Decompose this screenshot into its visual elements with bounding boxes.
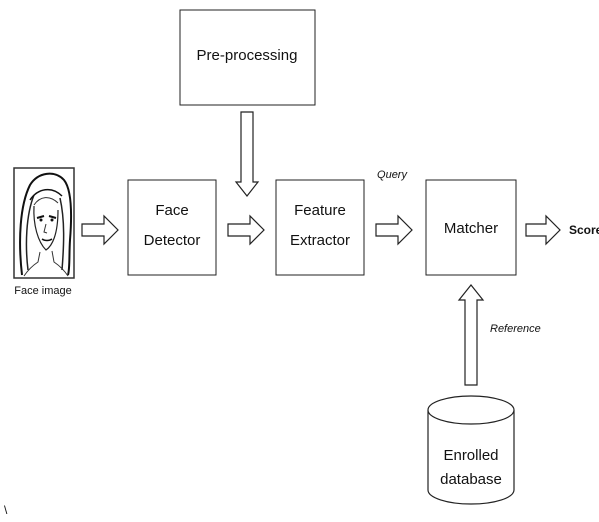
database-cylinder-top [427, 395, 515, 425]
database-label-line1: Enrolled [443, 447, 498, 464]
arrow-detector-to-extractor [227, 214, 265, 246]
query-label: Query [377, 169, 408, 181]
face-detector-label-line2: Detector [144, 232, 201, 249]
preprocessing-label: Pre-processing [197, 47, 298, 64]
face-detector-label-line1: Face [155, 202, 188, 219]
enrolled-database-node: Enrolled database [427, 395, 515, 505]
matcher-label: Matcher [444, 220, 498, 237]
reference-label: Reference [490, 323, 541, 335]
feature-extractor-label-line2: Extractor [290, 232, 350, 249]
face-detector-node: Face Detector [127, 179, 217, 276]
face-sketch-icon [19, 172, 73, 277]
preprocessing-node: Pre-processing [179, 9, 316, 106]
arrow-matcher-to-score [525, 214, 561, 246]
face-image-caption: Face image [14, 285, 71, 297]
face-image-node: Face image [13, 167, 75, 297]
arrow-extractor-to-matcher [375, 214, 413, 246]
feature-extractor-node: Feature Extractor [275, 179, 365, 276]
feature-extractor-label-line1: Feature [294, 202, 346, 219]
database-cylinder-body [427, 410, 515, 505]
preprocessing-box [179, 9, 316, 106]
arrow-database-to-matcher [457, 284, 485, 386]
face-detector-box [127, 179, 217, 276]
preprocessing-down-arrow [234, 111, 260, 197]
database-label-line2: database [440, 471, 502, 488]
arrow-image-to-detector [81, 214, 119, 246]
feature-extractor-box [275, 179, 365, 276]
score-label: Score [569, 223, 599, 237]
stray-mark: \ [4, 503, 8, 517]
matcher-node: Matcher [425, 179, 517, 276]
matcher-box [425, 179, 517, 276]
